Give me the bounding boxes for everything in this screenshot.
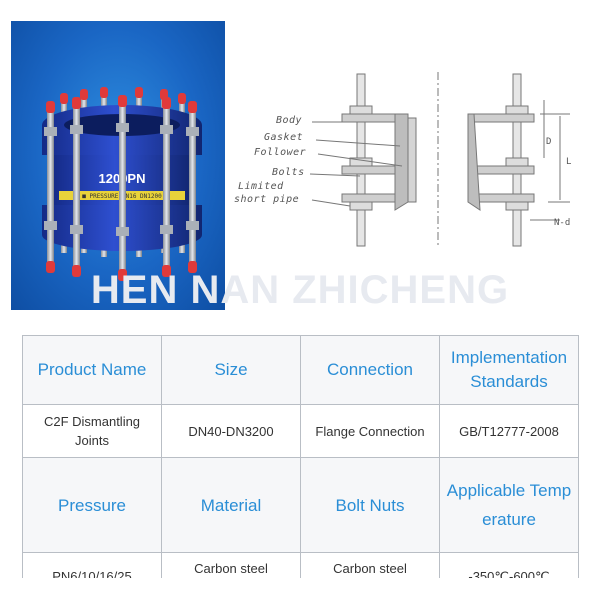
value-connection: Flange Connection bbox=[300, 404, 440, 458]
value-pressure: PN6/10/16/25 bbox=[22, 552, 162, 578]
callout-gasket: Gasket bbox=[264, 132, 304, 143]
cross-section-diagram: D L N-d bbox=[309, 72, 571, 248]
dimension-d: D bbox=[546, 137, 551, 147]
dimension-l: L bbox=[566, 157, 571, 167]
callout-follower: Follower bbox=[254, 147, 307, 158]
value-product-name: C2F Dismantling Joints bbox=[22, 404, 162, 458]
table-row: Pressure Material Bolt Nuts Applicable T… bbox=[22, 457, 579, 553]
product-photo: ■ PRESSURE PN16 DN1200 1200PN bbox=[11, 21, 225, 310]
header-implementation-standards: Implementation Standards bbox=[439, 335, 579, 405]
callout-bolts: Bolts bbox=[272, 167, 305, 178]
callout-limited: Limited bbox=[238, 181, 284, 192]
spec-table-viewport: Product Name Size Connection Implementat… bbox=[22, 335, 579, 578]
value-applicable-temperature: -350℃-600℃ bbox=[439, 552, 579, 578]
header-size: Size bbox=[161, 335, 301, 405]
callout-body: Body bbox=[276, 115, 303, 126]
value-material: Carbon steel bbox=[161, 552, 301, 578]
spec-table: Product Name Size Connection Implementat… bbox=[22, 335, 579, 578]
header-pressure: Pressure bbox=[22, 457, 162, 553]
table-row: C2F Dismantling Joints DN40-DN3200 Flang… bbox=[22, 404, 579, 458]
callout-short-pipe: short pipe bbox=[234, 194, 300, 205]
header-product-name: Product Name bbox=[22, 335, 162, 405]
dimension-n-d: N-d bbox=[554, 218, 570, 228]
watermark: HEN NAN ZHICHENG bbox=[90, 268, 510, 312]
header-bolt-nuts: Bolt Nuts bbox=[300, 457, 440, 553]
value-bolt-nuts: Carbon steel bbox=[300, 552, 440, 578]
header-applicable-temperature: Applicable Temperature bbox=[439, 457, 579, 553]
value-implementation-standards: GB/T12777-2008 bbox=[439, 404, 579, 458]
dismantling-joint-illustration: ■ PRESSURE PN16 DN1200 1200PN bbox=[42, 87, 202, 281]
value-size: DN40-DN3200 bbox=[161, 404, 301, 458]
table-row: Product Name Size Connection Implementat… bbox=[22, 335, 579, 405]
header-connection: Connection bbox=[300, 335, 440, 405]
header-material: Material bbox=[161, 457, 301, 553]
table-row: PN6/10/16/25 Carbon steel Carbon steel -… bbox=[22, 552, 579, 578]
technical-drawing: D L N-d Body Gasket Follower Bolts Limit… bbox=[230, 60, 590, 260]
